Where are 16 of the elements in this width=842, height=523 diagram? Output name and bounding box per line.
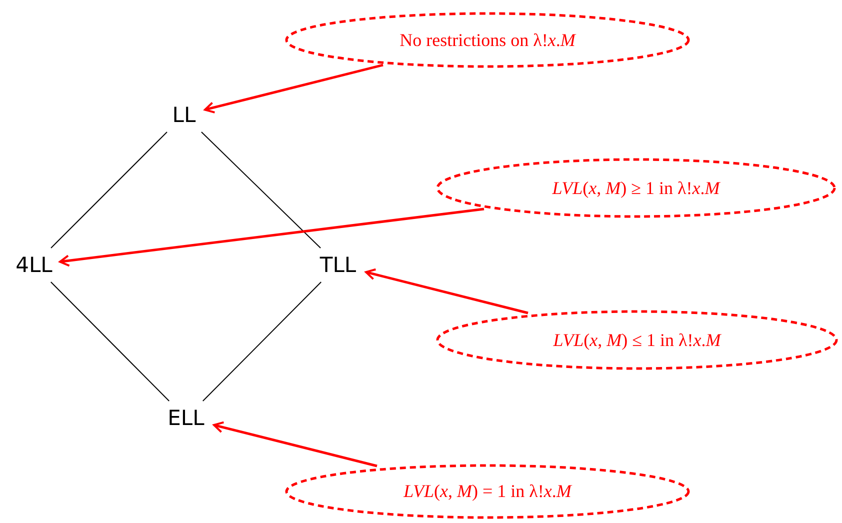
arrow [365, 268, 528, 314]
connector-line [202, 282, 322, 402]
condition-text: LVL(x, M) = 1 in λ!x.M [404, 481, 572, 502]
connector-line [50, 132, 168, 248]
logic-name: ELL [168, 406, 204, 430]
arrow [59, 208, 484, 267]
logic-name: TLL [320, 253, 356, 277]
condition-text: No restrictions on λ!x.M [400, 30, 576, 50]
arrow [204, 64, 384, 114]
logic-name: LL [172, 103, 196, 127]
condition-text: LVL(x, M) ≥ 1 in λ!x.M [552, 178, 720, 198]
connector-line [50, 282, 170, 402]
connector-line [200, 132, 322, 248]
arrow [213, 421, 378, 468]
condition-text: LVL(x, M) ≤ 1 in λ!x.M [553, 330, 721, 350]
logic-name: 4LL [16, 253, 52, 277]
